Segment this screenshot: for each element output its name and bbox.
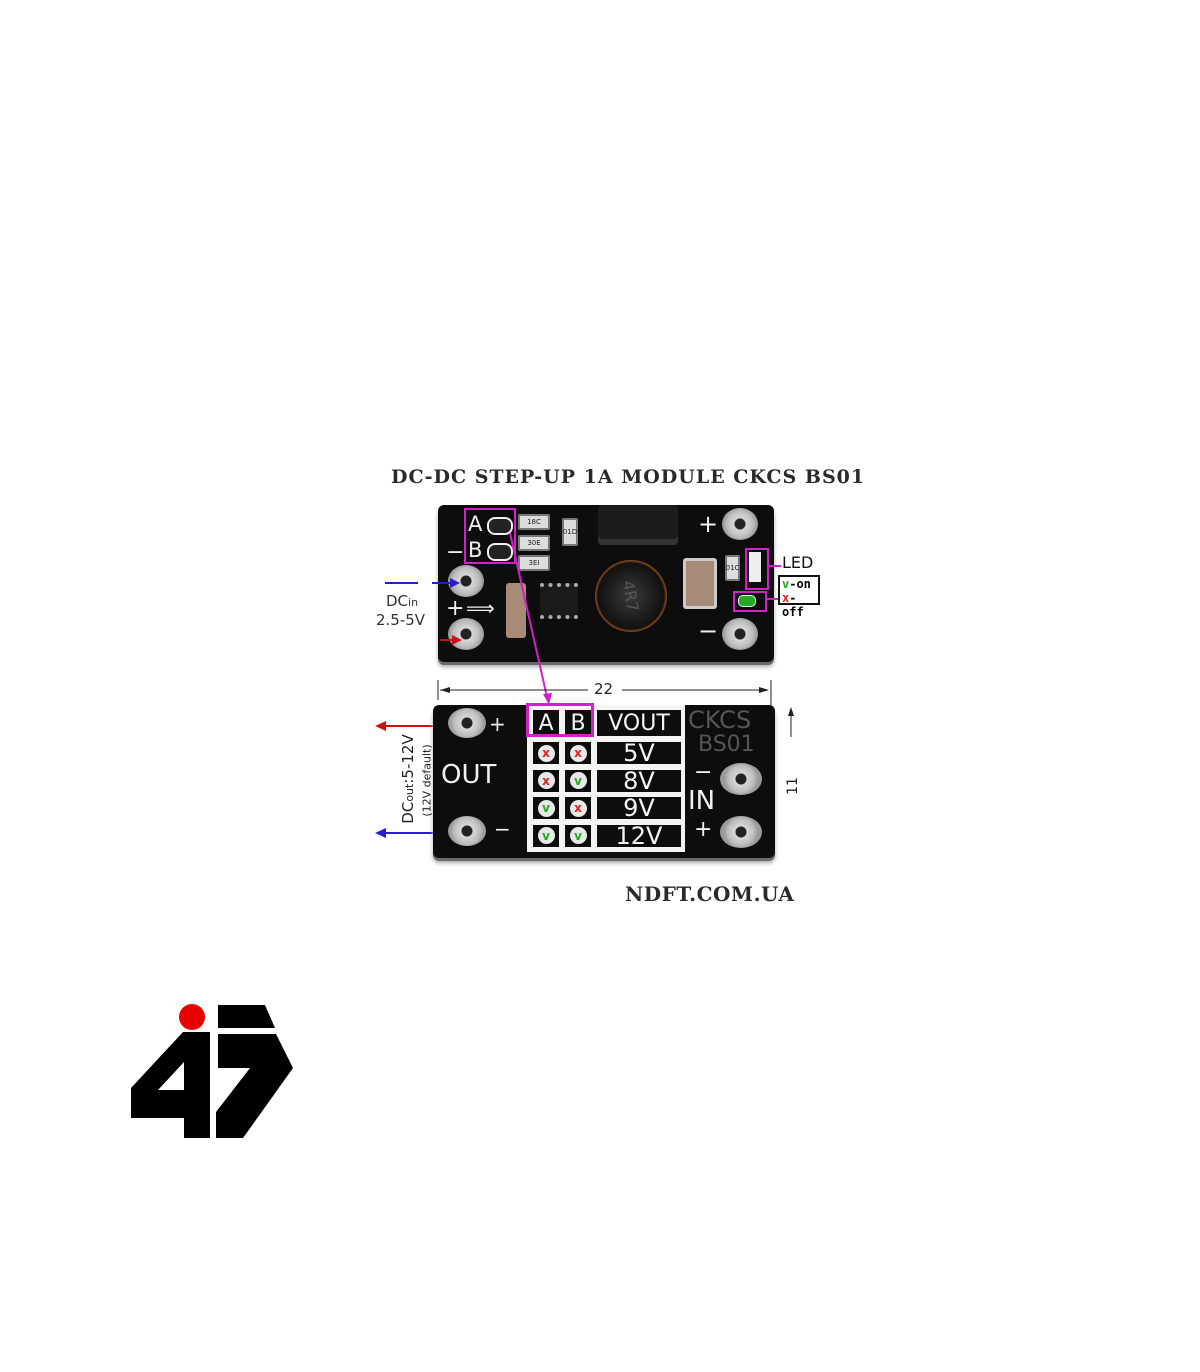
pad-out-plus bbox=[448, 708, 486, 738]
model-silkscreen: BS01 bbox=[698, 732, 755, 757]
resistor: 30E bbox=[518, 535, 550, 551]
check-icon: v bbox=[569, 772, 587, 789]
company-logo bbox=[131, 1004, 293, 1138]
in-label: IN bbox=[688, 786, 716, 816]
vout-cell: 12V bbox=[595, 822, 683, 850]
led-label: LED bbox=[782, 553, 814, 572]
diagram-title: DC-DC STEP-UP 1A MODULE CKCS BS01 bbox=[391, 466, 866, 488]
jumper-a-label: A bbox=[468, 512, 483, 536]
width-dimension: 22 bbox=[594, 680, 614, 698]
jumper-state-cell: v bbox=[563, 767, 593, 794]
vout-cell: 5V bbox=[595, 739, 683, 767]
minus-label: − bbox=[698, 617, 719, 645]
check-icon: v bbox=[569, 827, 587, 844]
minus-label: − bbox=[446, 540, 465, 565]
jumper-state-cell: v bbox=[531, 822, 561, 849]
jumper-state-cell: x bbox=[563, 795, 593, 821]
header-vout: VOUT bbox=[595, 708, 683, 738]
plus-label: + bbox=[698, 510, 719, 538]
vout-cell: 9V bbox=[595, 794, 683, 822]
check-icon: v bbox=[782, 577, 790, 591]
legend-on-text: -on bbox=[789, 577, 811, 591]
cross-icon: x bbox=[537, 744, 555, 762]
led-pointer-line bbox=[767, 565, 781, 567]
out-label: OUT bbox=[441, 760, 497, 790]
vout-cell: 8V bbox=[595, 767, 683, 795]
minus-label: − bbox=[694, 760, 713, 785]
arrow-right-icon: ⟹ bbox=[466, 596, 495, 620]
logo-top-bar bbox=[218, 1005, 275, 1028]
resistor: 01C bbox=[725, 555, 740, 581]
header-a: A bbox=[531, 708, 561, 738]
resistor: 3EI bbox=[518, 555, 550, 571]
brand-silkscreen: CKCS bbox=[688, 706, 752, 734]
pad-out-plus bbox=[722, 508, 758, 540]
plus-label: + bbox=[694, 817, 713, 842]
resistor: 18C bbox=[518, 514, 550, 530]
dc-out-label: DCout:5-12V bbox=[399, 734, 417, 824]
jumper-state-cell: x bbox=[531, 767, 561, 794]
pad-in-minus bbox=[720, 763, 762, 795]
pad-out-minus bbox=[722, 618, 758, 650]
jumper-pointer-line bbox=[765, 598, 779, 600]
logo-red-dot bbox=[179, 1004, 205, 1030]
pad-in-plus bbox=[448, 618, 484, 650]
dc-in-range: 2.5-5V bbox=[376, 611, 426, 629]
jumper-b-pad bbox=[487, 543, 513, 561]
website-watermark: NDFT.COM.UA bbox=[625, 882, 795, 906]
arrow-head-icon bbox=[452, 635, 462, 645]
led-jumper-pad bbox=[738, 595, 756, 607]
capacitor bbox=[683, 558, 717, 609]
jumper-state-cell: v bbox=[563, 822, 593, 849]
arrow-head-icon bbox=[543, 693, 552, 705]
capacitor bbox=[506, 583, 526, 638]
plus-label: + bbox=[446, 596, 465, 621]
jumper-header-highlight bbox=[526, 703, 594, 737]
dc-in-label: DCin bbox=[386, 592, 419, 610]
dc-out-default: (12V default) bbox=[420, 744, 434, 817]
jumper-a-pad bbox=[487, 517, 513, 535]
jumper-highlight-box bbox=[464, 508, 516, 564]
diode bbox=[598, 505, 678, 545]
check-icon: v bbox=[537, 827, 555, 844]
arrow-head-icon bbox=[450, 578, 460, 588]
logo-seven-shape bbox=[216, 1034, 293, 1138]
jumper-state-cell: v bbox=[531, 795, 561, 821]
header-b: B bbox=[563, 708, 593, 738]
plus-label: + bbox=[489, 712, 506, 736]
cross-icon: x bbox=[537, 772, 555, 789]
led-legend: v-on x-off bbox=[778, 575, 820, 619]
height-dimension: 11 bbox=[784, 777, 801, 795]
jumper-state-cell: x bbox=[563, 740, 593, 766]
minus-label: − bbox=[494, 817, 511, 841]
ic-chip bbox=[540, 583, 578, 619]
jumper-pointer-line bbox=[509, 532, 548, 698]
legend-off-text: -off bbox=[782, 591, 804, 619]
resistor: 01D bbox=[562, 518, 578, 546]
cross-icon: x bbox=[569, 744, 587, 762]
pad-out-minus bbox=[448, 816, 486, 846]
jumper-b-label: B bbox=[468, 538, 483, 562]
pad-in-plus bbox=[720, 816, 762, 848]
cross-icon: x bbox=[569, 799, 587, 817]
jumper-state-cell: x bbox=[531, 740, 561, 766]
led-jumper-highlight-box bbox=[733, 591, 767, 612]
led-highlight-box bbox=[745, 548, 769, 590]
cross-icon: x bbox=[782, 591, 790, 605]
led bbox=[749, 552, 761, 582]
check-icon: v bbox=[537, 799, 555, 817]
